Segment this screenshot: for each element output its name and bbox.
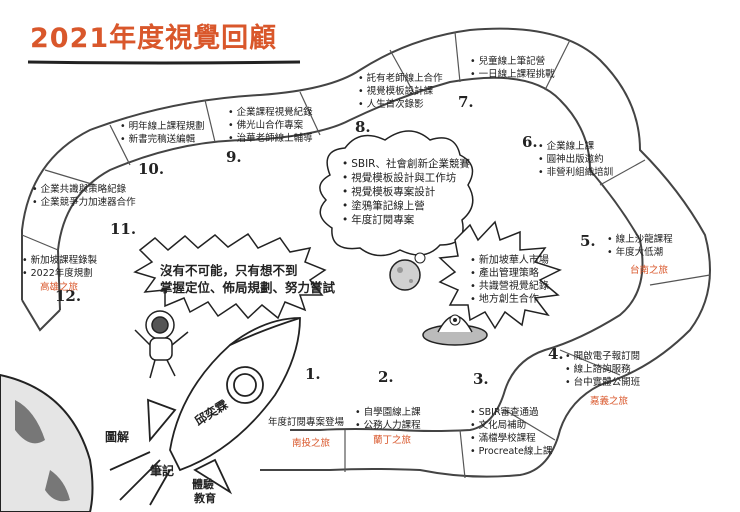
stop-item: 企業線上課 <box>538 140 613 153</box>
stop-item-list: 兒童線上筆記營一日線上課程挑戰 <box>470 55 555 81</box>
right-bubble-list: 新加坡華人市場產出管理策略共識營視覺紀錄地方創生合作 <box>470 254 549 306</box>
rocket-tag-experience: 體驗 <box>192 478 214 491</box>
stop-item: 台中實體公開班 <box>565 376 641 389</box>
stop-item: 企業競爭力加速器合作 <box>32 196 136 209</box>
stop-item: 新加坡課程錄製 <box>22 254 98 267</box>
rocket-tag-diagram: 圖解 <box>105 430 130 444</box>
stop-item: 公務人力課程 <box>355 419 421 432</box>
stop-item: 企業課程視覺紀錄 <box>228 106 313 119</box>
stop-item-list: SBIR審查通過文化局補助滿檔學校課程Procreate線上課 <box>470 406 553 458</box>
rocket-tag-education: 教育 <box>194 492 216 505</box>
stop-item: SBIR審查通過 <box>470 406 552 419</box>
stop-number: 3. <box>473 370 489 388</box>
stop-place: 南投之旅 <box>292 438 331 449</box>
stop-item: 2022年度規劃 <box>22 267 97 280</box>
stop-item-list: 新加坡課程錄製2022年度規劃 <box>22 254 98 280</box>
stop-place: 蘭丁之旅 <box>373 435 412 446</box>
stop-item-list: 企業共識與策略紀錄企業競爭力加速器合作 <box>32 183 136 209</box>
stop-item: 年度訂閱專案登場 <box>268 417 345 428</box>
stop-number: 8. <box>355 118 371 136</box>
top-bubble-item: SBIR、社會創新企業競賽 <box>342 157 470 171</box>
astronaut <box>134 310 189 379</box>
stop-item: 兒童線上筆記營 <box>470 55 555 68</box>
road-outer-edge <box>21 27 711 478</box>
rocket-tag-notes: 筆記 <box>150 464 175 478</box>
page-title: 2021年度視覺回顧 <box>30 23 278 54</box>
stop-item-list: 企業課程視覺紀錄佛光山合作專案治華老師線上輔導 <box>228 106 313 145</box>
stop-item: 文化局補助 <box>470 419 552 432</box>
stop-number: 5. <box>580 232 596 250</box>
stop-item: 滿檔學校課程 <box>470 432 552 445</box>
quote-spiky-bubble <box>133 232 327 320</box>
stop-number: 1. <box>305 365 321 383</box>
stop-item: 治華老師線上輔導 <box>228 132 313 145</box>
stop-item: 線上沙龍課程 <box>607 233 673 246</box>
stop-item: 明年線上課程規劃 <box>120 120 205 133</box>
stop-number: 2. <box>378 368 394 386</box>
stop-place: 嘉義之旅 <box>590 396 629 407</box>
stop-item-list: 線上沙龍課程年度大低潮 <box>607 233 673 259</box>
stop-number: 4. <box>548 345 564 363</box>
stop-item: 非營利組織培訓 <box>538 166 614 179</box>
stop-item: 線上諮詢服務 <box>565 363 640 376</box>
stop-item-list: 託有老師線上合作視覺模板設計課人生首次錄影 <box>358 72 443 111</box>
top-bubble-item: 年度訂閱專案 <box>342 213 470 227</box>
moon-planet <box>389 259 421 291</box>
top-bubble-item: 塗鴉筆記線上營 <box>342 199 470 213</box>
stop-item-list: 開啟電子報訂閱線上諮詢服務台中實體公開班 <box>565 350 641 389</box>
stop-item-list: 企業線上課圓神出版邀約非營利組織培訓 <box>538 140 614 179</box>
stop-item: Procreate線上課 <box>470 445 553 458</box>
stop-item: 託有老師線上合作 <box>358 72 443 85</box>
stop-number: 12. <box>55 287 82 305</box>
top-bubble-item: 視覺模板專案設計 <box>342 185 470 199</box>
stop-number: 9. <box>226 148 242 166</box>
stop-item: 佛光山合作專案 <box>228 119 313 132</box>
stop-item: 開啟電子報訂閱 <box>565 350 641 363</box>
motto-quote: 沒有不可能，只有想不到掌握定位、佈局規劃、努力嘗試 <box>160 262 335 296</box>
title-underline <box>27 60 301 65</box>
top-bubble-list: SBIR、社會創新企業競賽視覺模板設計與工作坊視覺模板專案設計塗鴉筆記線上營年度… <box>342 157 470 227</box>
stop-item: 人生首次錄影 <box>358 98 443 111</box>
stop-number: 11. <box>110 220 137 238</box>
road-dividers <box>21 31 711 479</box>
stop-item: 視覺模板設計課 <box>358 85 443 98</box>
stop-number: 10. <box>138 160 165 178</box>
right-bubble-item: 新加坡華人市場 <box>470 254 549 267</box>
stop-number: 6. <box>522 133 538 151</box>
right-bubble-item: 共識營視覺紀錄 <box>470 280 549 293</box>
stop-item: 企業共識與策略紀錄 <box>32 183 136 196</box>
stop-number: 7. <box>458 93 474 111</box>
stop-place: 台南之旅 <box>630 265 669 276</box>
stop-item-list: 明年線上課程規劃新書完稿送編輯 <box>120 120 205 146</box>
stop-place: 高雄之旅 <box>40 282 79 293</box>
ufo <box>422 314 488 346</box>
stop-item-list: 年度訂閱專案登場 <box>268 416 344 429</box>
right-bubble-item: 地方創生合作 <box>470 293 549 306</box>
right-bubble-item: 產出管理策略 <box>470 267 549 280</box>
top-bubble-item: 視覺模板設計與工作坊 <box>342 171 470 185</box>
quote-line: 掌握定位、佈局規劃、努力嘗試 <box>160 280 336 295</box>
quote-line: 沒有不可能，只有想不到 <box>160 263 298 278</box>
stop-item: 新書完稿送編輯 <box>120 133 205 146</box>
rocket <box>109 317 301 506</box>
stop-item: 圓神出版邀約 <box>538 153 613 166</box>
stop-item: 自學園線上課 <box>355 406 421 419</box>
start-arrow <box>21 299 61 332</box>
stop-item-list: 自學園線上課公務人力課程 <box>355 406 421 432</box>
stop-item: 一日線上課程挑戰 <box>470 68 555 81</box>
stop-item: 年度大低潮 <box>607 246 673 259</box>
